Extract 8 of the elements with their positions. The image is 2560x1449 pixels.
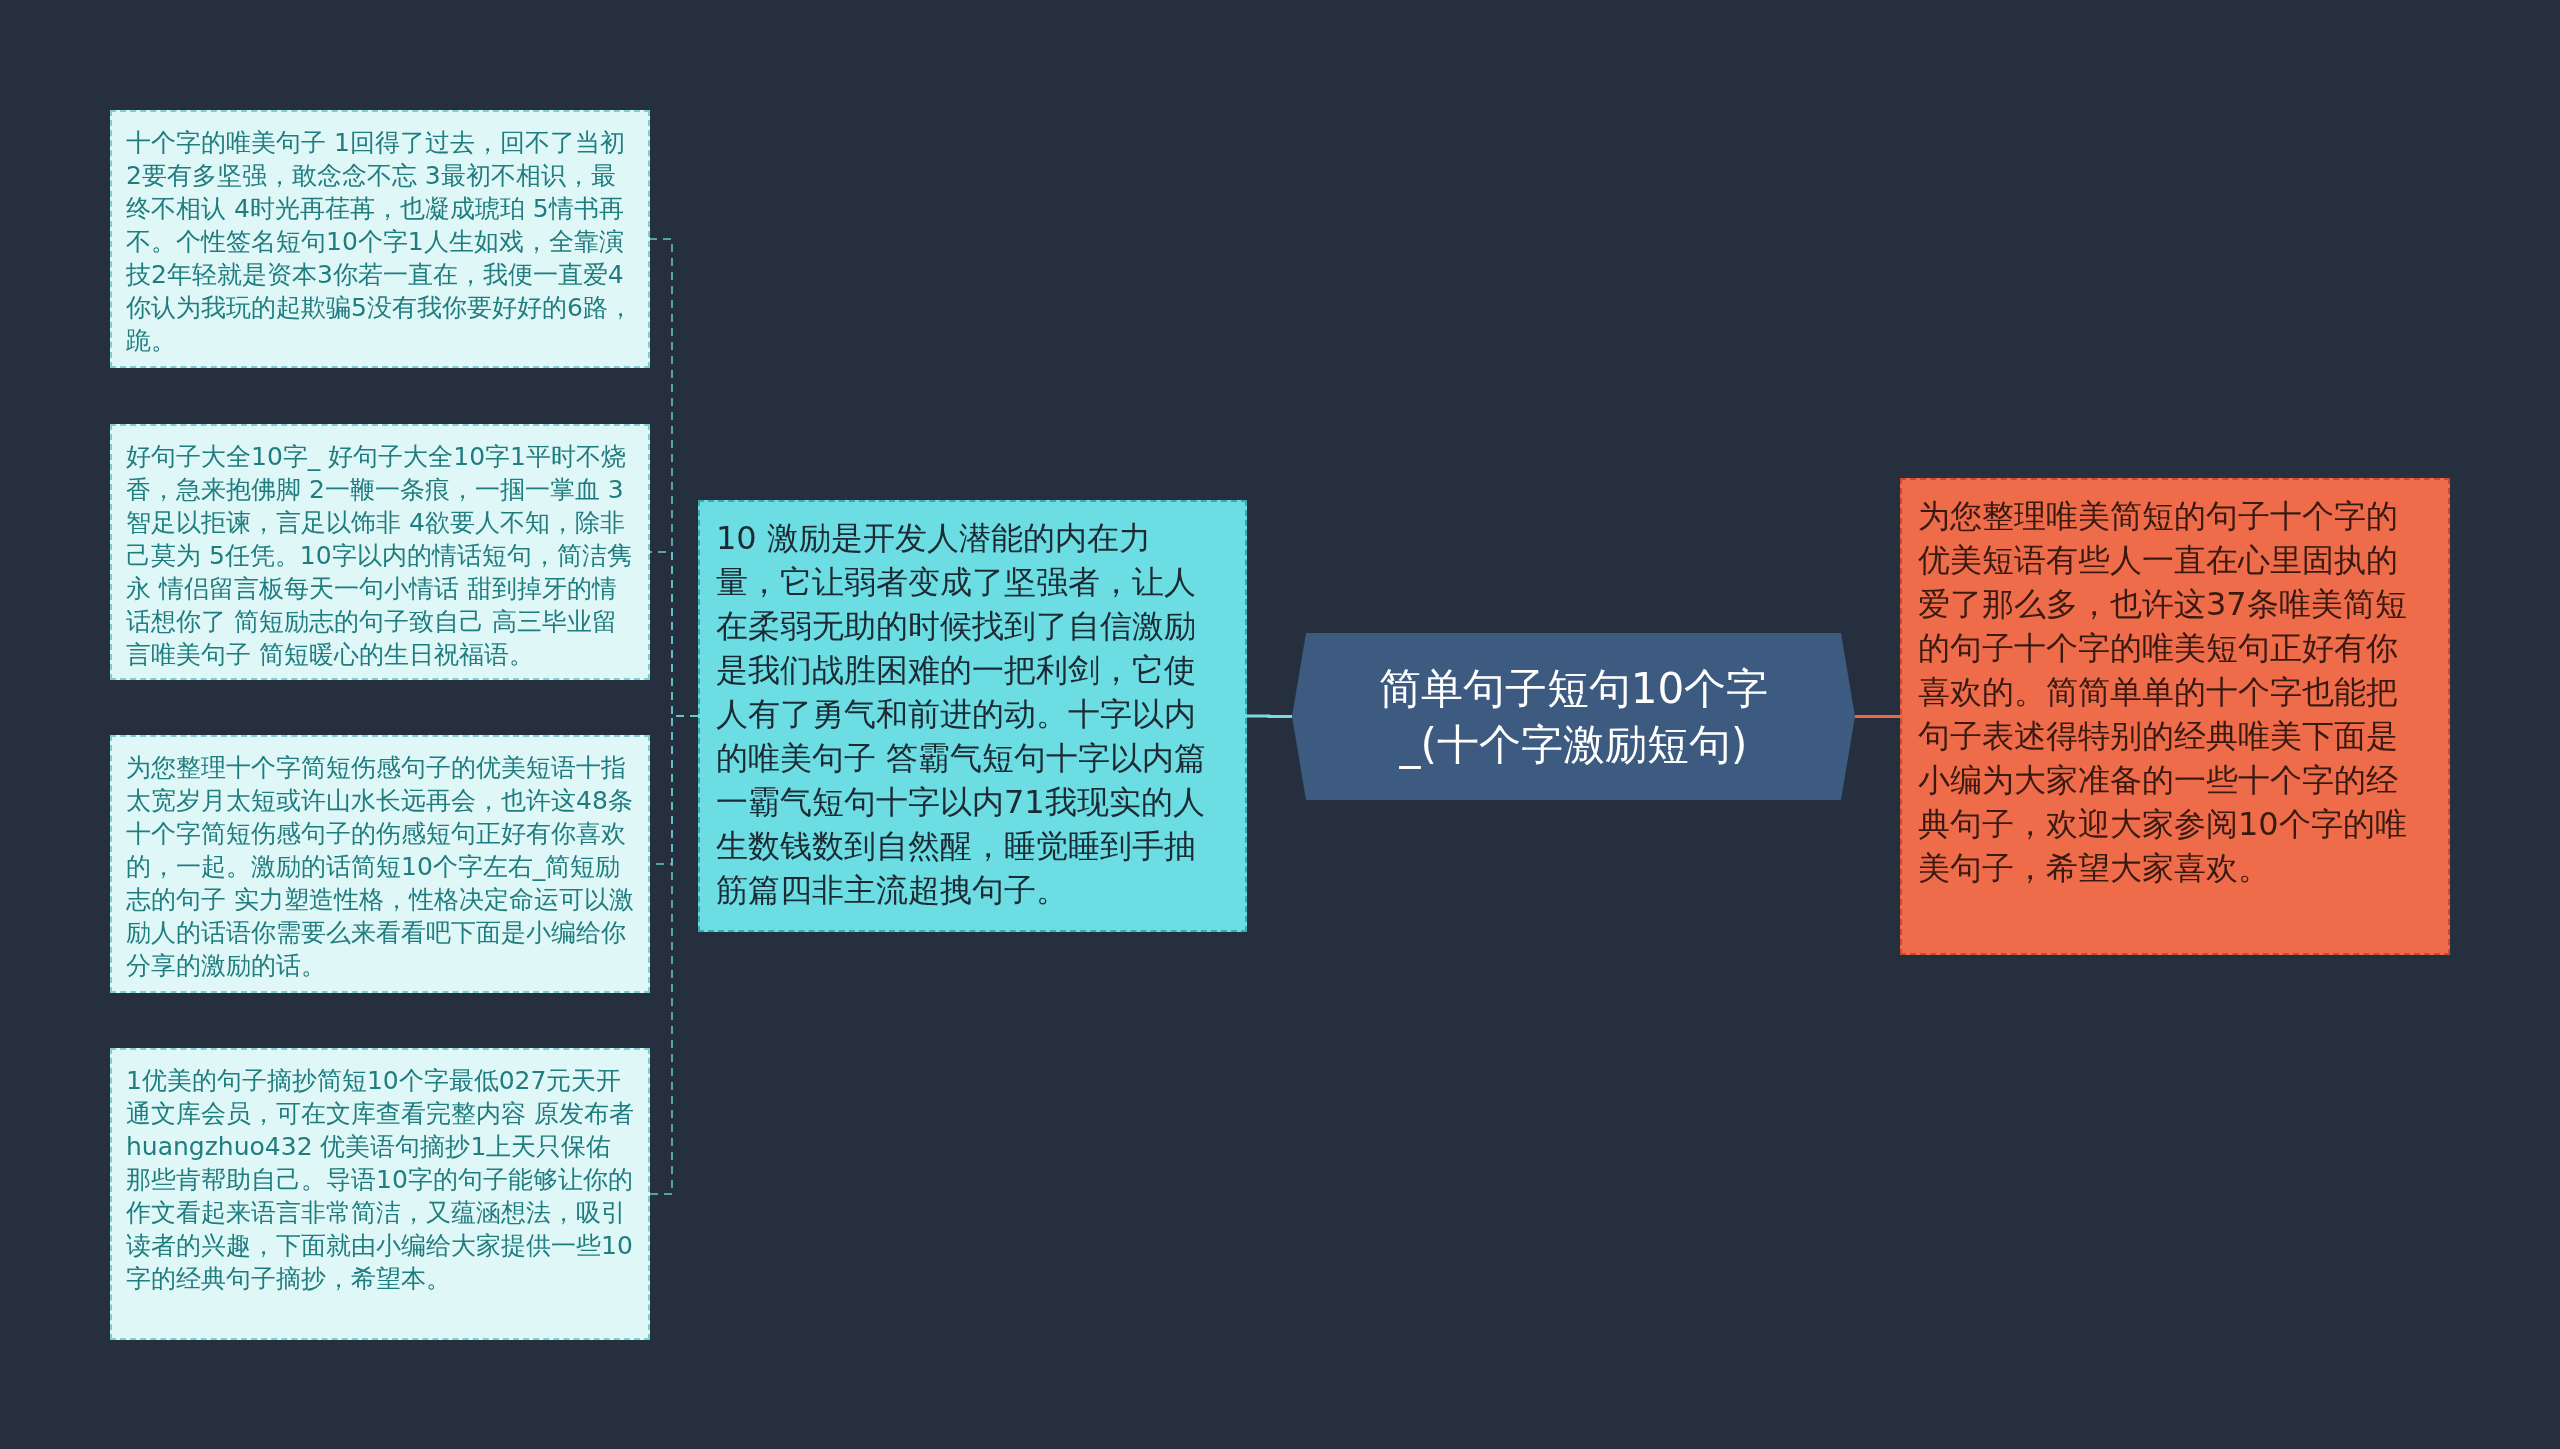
text-box: 好句子大全10字_ 好句子大全10字1平时不烧香，急来抱佛脚 2一鞭一条痕，一掴一掌血 3智足以拒谏，言足以饰非 4欲要人不知，除非己莫为 5任凭。10字以内的情话短句，简洁隽永 情侣留言板每天一句小情话 甜到掉牙的情话想你了 简短励志的句子致自己 高三毕业留言唯美句子 简短暖心的生日祝福语。 (110, 424, 650, 680)
connector-line (1247, 714, 1292, 718)
connector-line (1855, 715, 1900, 718)
text-box: 为您整理十个字简短伤感句子的优美短语十指太宽岁月太短或许山水长远再会，也许这48条十个字简短伤感句子的伤感短句正好有你喜欢的，一起。激励的话简短10个字左右_简短励志的句子 实力塑造性格，性格决定命运可以激励人的话语你需要么来看看吧下面是小编给你分享的激励的话。 (110, 735, 650, 993)
text-box: 十个字的唯美句子 1回得了过去，回不了当初 2要有多坚强，敢念念不忘 3最初不相识，最终不相认 4时光再荏苒，也凝成琥珀 5情书再不。个性签名短句10个字1人生如戏，全靠演技2年轻就是资本3你若一直在，我便一直爱4你认为我玩的起欺骗5没有我你要好好的6路，跪。 (110, 110, 650, 368)
text-box: 1优美的句子摘抄简短10个字最低027元天开通文库会员，可在文库查看完整内容 原发布者huangzhuo432 优美语句摘抄1上天只保佑那些肯帮助自己。导语10字的句子能够让你的作文看起来语言非常简洁，又蕴涵想法，吸引读者的兴趣，下面就由小编给大家提供一些10字的经典句子摘抄，希望本。 (110, 1048, 650, 1340)
text-box: 10 激励是开发人潜能的内在力量，它让弱者变成了坚强者，让人在柔弱无助的时候找到了自信激励是我们战胜困难的一把利剑，它使人有了勇气和前进的动。十字以内的唯美句子 答霸气短句十字以内篇一霸气短句十字以内71我现实的人生数钱数到自然醒，睡觉睡到手抽筋篇四非主流超拽句子。 (698, 500, 1247, 932)
text-box: 为您整理唯美简短的句子十个字的优美短语有些人一直在心里固执的爱了那么多，也许这37条唯美简短的句子十个字的唯美短句正好有你喜欢的。简简单单的十个字也能把句子表述得特别的经典唯美下面是小编为大家准备的一些十个字的经典句子，欢迎大家参阅10个字的唯美句子，希望大家喜欢。 (1900, 478, 2450, 955)
